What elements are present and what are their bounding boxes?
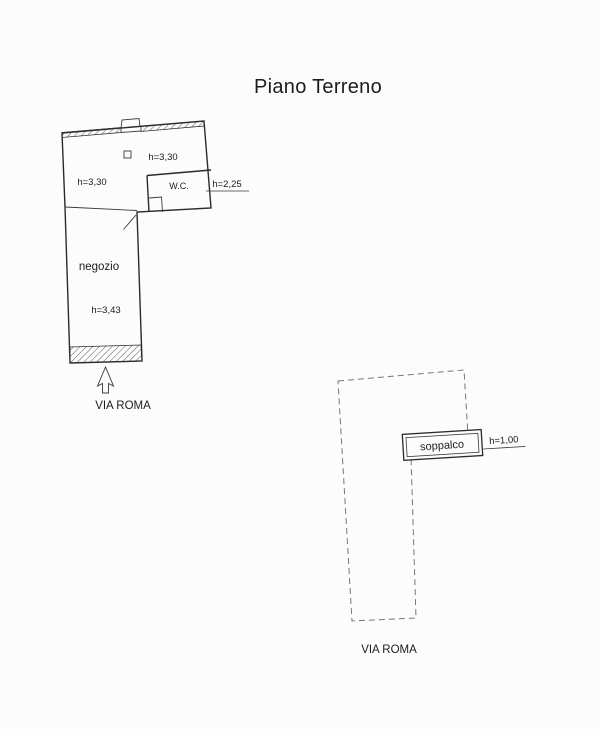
- soppalco-height-leader: [483, 446, 526, 450]
- shop-label: negozio: [79, 261, 119, 273]
- partition-line: [64, 206, 138, 211]
- street-label-mezzanine: VIA ROMA: [361, 644, 417, 656]
- soppalco-label: soppalco: [420, 439, 465, 454]
- entrance-hatch-strip: [69, 344, 143, 364]
- soppalco-group: soppalco h=1,00: [401, 428, 526, 462]
- wc-label: W.C.: [169, 181, 189, 191]
- door-leaf-line: [123, 214, 137, 230]
- soppalco-box-outer: [401, 428, 484, 462]
- soppalco-height-label: h=1,00: [489, 434, 519, 447]
- street-label-ground: VIA ROMA: [95, 400, 151, 412]
- soppalco-box-inner: [405, 432, 480, 458]
- entrance-arrow: [96, 365, 115, 394]
- wc-left-wall: [146, 175, 150, 213]
- outer-wall-path: [61, 120, 212, 364]
- mezzanine-dashed-outline: [337, 369, 470, 622]
- page-title: Piano Terreno: [254, 76, 382, 98]
- ground-floor-plan: h=3,30 h=3,30 W.C. h=2,25 negozio h=3,43…: [61, 118, 249, 412]
- wc-height-label: h=2,25: [212, 179, 241, 190]
- upper-room-height-label: h=3,30: [148, 152, 177, 163]
- window-hatch-right: [140, 120, 205, 132]
- upper-room-height-left-label: h=3,30: [77, 177, 106, 188]
- top-wall-notch: [120, 118, 141, 129]
- top-wall-notch-base: [120, 130, 142, 133]
- shop-height-label: h=3,43: [91, 305, 120, 316]
- wc-step-notch: [148, 196, 163, 213]
- wc-top-wall: [146, 169, 212, 177]
- window-hatch-left: [61, 127, 122, 138]
- mezzanine-plan: soppalco h=1,00 VIA ROMA: [337, 369, 526, 656]
- column-marker: [123, 150, 132, 159]
